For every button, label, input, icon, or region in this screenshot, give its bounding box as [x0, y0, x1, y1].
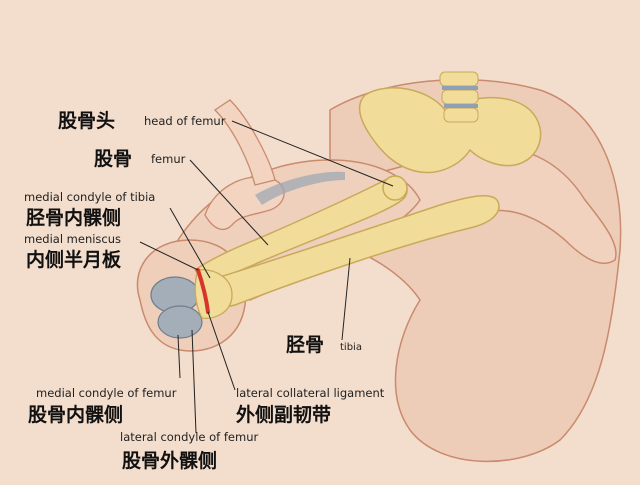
label-medial-condyle-tibia-en: medial condyle of tibia: [24, 190, 156, 204]
label-tibia-zh: 胫骨: [286, 334, 325, 356]
label-femur-en: femur: [151, 152, 186, 166]
leader-medial-condyle-tibia: [169, 207, 211, 279]
femoral-condyle-lateral: [157, 305, 203, 339]
leader-tibia: [341, 257, 351, 341]
label-medial-condyle-tibia-zh: 胫骨内髁侧: [26, 207, 122, 229]
tibial-plateau: [194, 269, 233, 319]
label-lateral-condyle-femur-en: lateral condyle of femur: [120, 430, 259, 444]
label-medial-meniscus-en: medial meniscus: [24, 232, 122, 246]
leader-femur: [189, 159, 269, 246]
label-femur-zh: 股骨: [94, 148, 133, 170]
label-lateral-condyle-femur-zh: 股骨外髁侧: [122, 450, 218, 472]
leader-medial-condyle-femur: [177, 334, 181, 379]
label-head-of-femur-en: head of femur: [144, 114, 226, 128]
femoral-head: [382, 175, 408, 201]
tibia-bone: [208, 194, 500, 307]
label-medial-condyle-femur-zh: 股骨内髁侧: [28, 404, 124, 426]
label-tibia-en: tibia: [340, 342, 362, 353]
arm: [213, 99, 276, 186]
leader-lateral-collateral-ligament: [207, 311, 236, 391]
leader-lines: [139, 120, 394, 434]
label-lateral-collateral-ligament-zh: 外侧副韧带: [236, 404, 332, 426]
vertebra-3: [443, 107, 479, 123]
intervertebral-disc: [442, 86, 478, 90]
label-medial-condyle-femur-en: medial condyle of femur: [36, 386, 177, 400]
label-lateral-collateral-ligament-en: lateral collateral ligament: [236, 386, 385, 400]
leader-head-of-femur: [231, 120, 394, 187]
leader-lateral-condyle-femur: [191, 329, 197, 434]
vertebra-2: [441, 89, 479, 105]
vertebra-1: [439, 71, 479, 87]
label-medial-meniscus-zh: 内侧半月板: [26, 249, 122, 271]
intervertebral-disc-2: [444, 104, 478, 108]
label-head-of-femur-zh: 股骨头: [58, 110, 116, 132]
collateral-ligament: [196, 268, 210, 314]
leader-medial-meniscus: [139, 241, 199, 271]
thigh-cartilage-band: [255, 171, 345, 205]
